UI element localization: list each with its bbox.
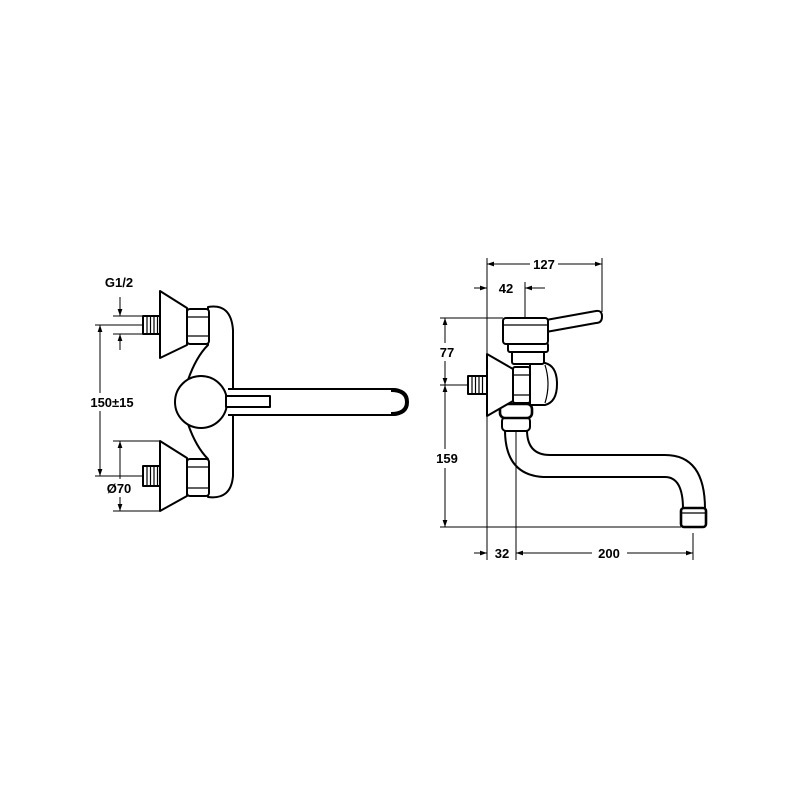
bottom-nut-faces (187, 466, 209, 489)
side-body-curve (544, 364, 549, 404)
spout-side (504, 429, 706, 510)
label-overall-depth: 127 (533, 257, 555, 272)
side-nut (512, 366, 531, 404)
side-inlet-pipe (467, 375, 488, 395)
top-inlet-thread (146, 316, 159, 334)
label-thread: G1/2 (105, 275, 133, 290)
front-extension-lines (95, 315, 160, 512)
front-dimensions: G1/2 150±15 Ø70 (90, 275, 160, 512)
label-spout-reach: 200 (598, 546, 620, 561)
label-lever-height: 77 (440, 345, 454, 360)
side-dimensions: 127 42 77 159 32 200 (436, 257, 694, 561)
label-outlet-height: 159 (436, 451, 458, 466)
bottom-escutcheon (159, 440, 188, 512)
label-escutcheon-diameter: Ø70 (107, 481, 132, 496)
top-escutcheon (159, 290, 188, 359)
lever-head (502, 317, 549, 345)
side-view: 127 42 77 159 32 200 (436, 257, 708, 561)
top-connection (142, 290, 210, 359)
side-inlet-thread (471, 376, 484, 394)
lever-arm (545, 309, 603, 333)
label-inlet-spacing: 150±15 (90, 395, 133, 410)
side-body (529, 362, 558, 406)
spout-outlet-ring (390, 388, 410, 416)
side-nut-faces (513, 374, 530, 396)
handle-base-circle (174, 375, 228, 429)
bottom-connection (142, 440, 210, 512)
top-nut-faces (187, 316, 209, 337)
label-lever-offset: 42 (499, 281, 513, 296)
bottom-nut (186, 458, 210, 497)
spout-nozzle (679, 506, 708, 529)
bottom-inlet-thread (146, 466, 159, 486)
lever-front (225, 395, 271, 408)
front-view: G1/2 150±15 Ø70 (90, 275, 410, 512)
top-nut (186, 308, 210, 345)
label-wall-offset: 32 (495, 546, 509, 561)
side-extension-lines (440, 258, 694, 560)
